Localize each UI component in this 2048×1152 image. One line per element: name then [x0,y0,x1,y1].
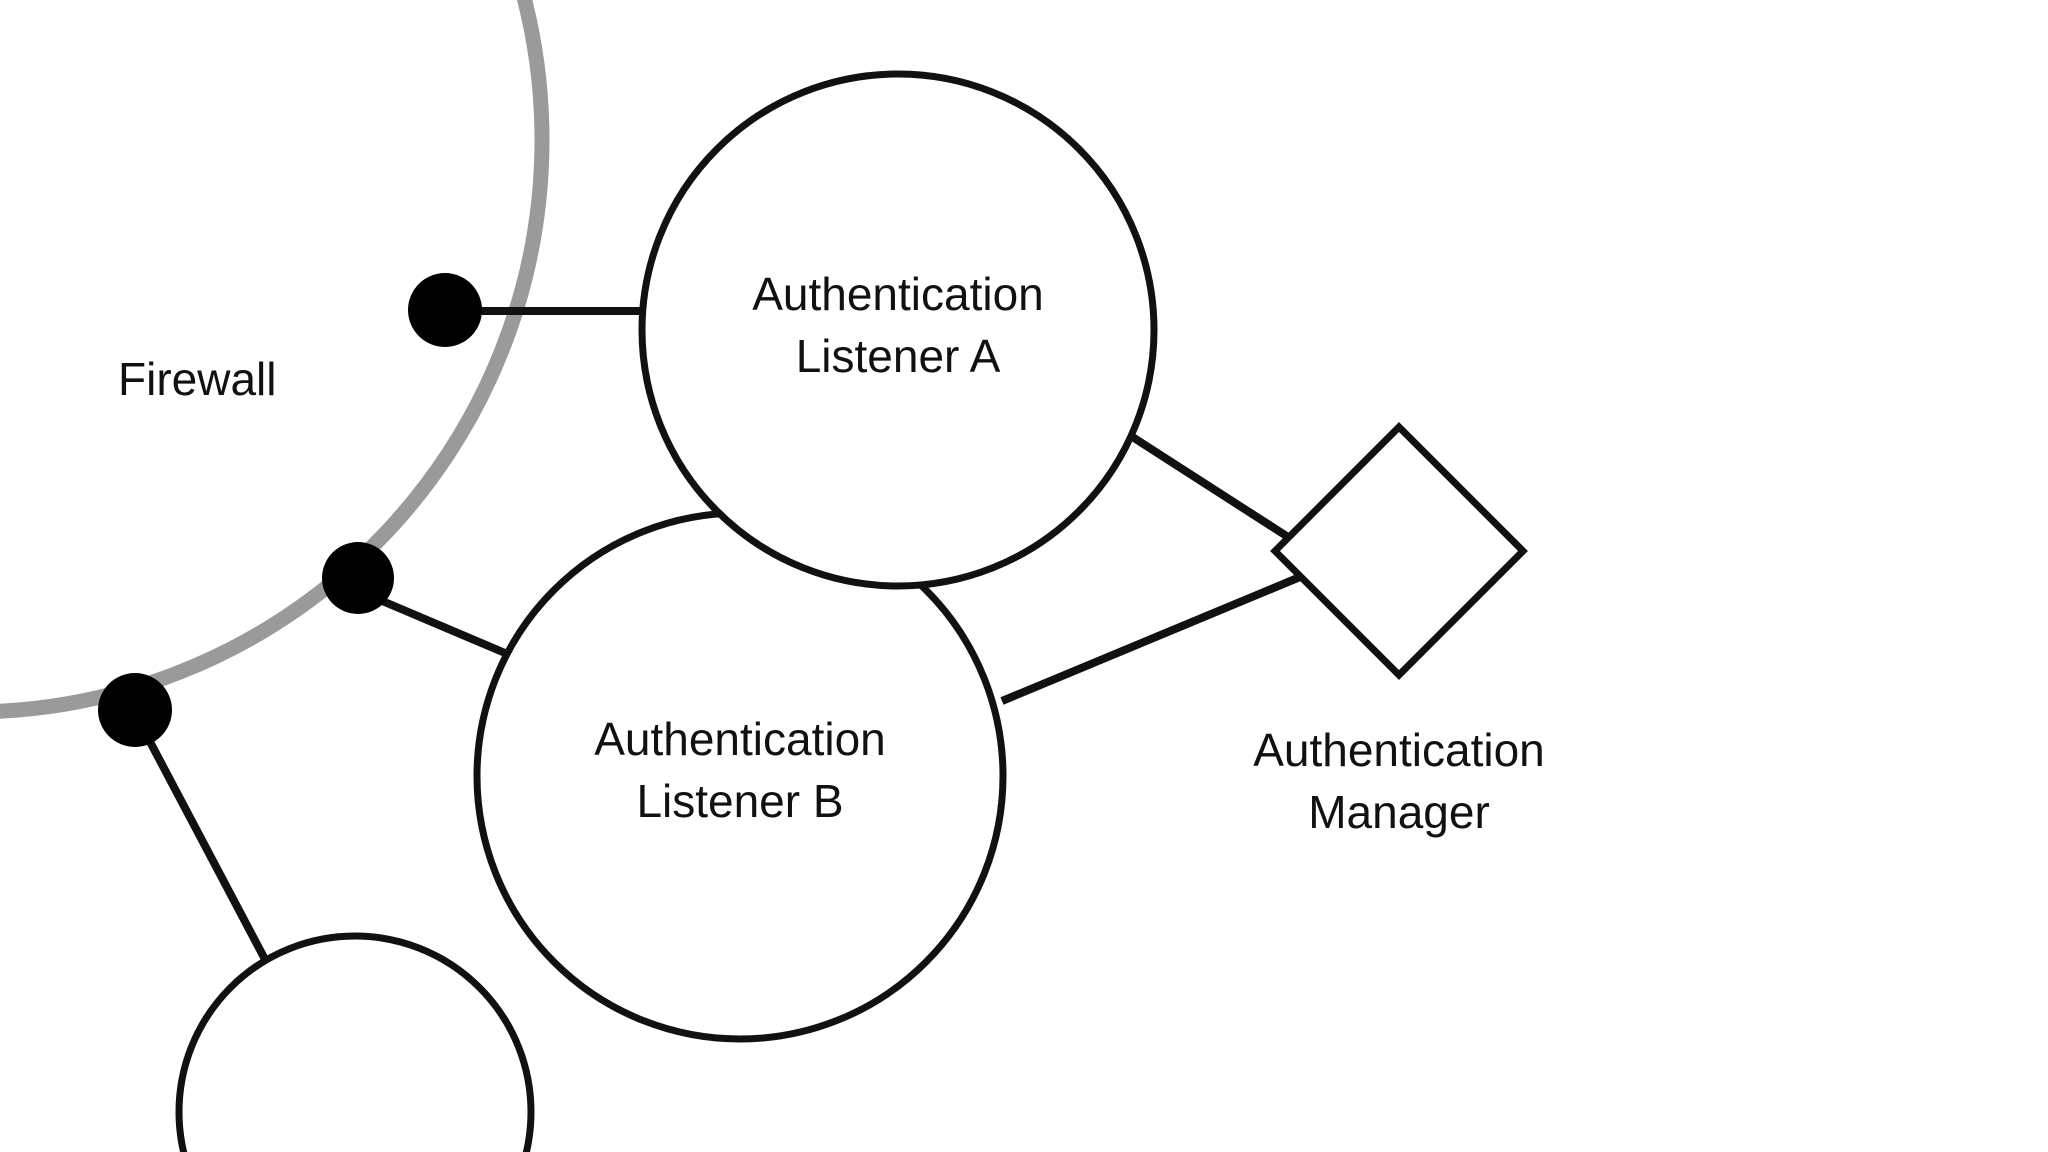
firewall-label: Firewall [118,353,276,405]
listener-a-label-line2: Listener A [796,330,1001,382]
edge-listener-b-to-auth-manager[interactable] [1000,573,1302,705]
node-unnamed-circle-bottom[interactable] [175,932,535,1152]
auth-manager-label-line2: Manager [1308,786,1490,838]
listener-b-label-line1: Authentication [594,713,886,765]
junction-top-dot[interactable] [408,273,482,347]
node-listener-a[interactable] [638,70,1158,590]
edge-junction-lower-to-bottom-circle[interactable] [144,736,272,967]
auth-manager-label-line1: Authentication [1253,724,1545,776]
listener-b-label-line2: Listener B [636,775,843,827]
junction-middle-dot[interactable] [322,542,394,614]
edge-listener-a-to-auth-manager[interactable] [1114,423,1305,550]
listener-a-label-line1: Authentication [752,268,1044,320]
node-auth-manager-diamond[interactable] [1270,422,1528,680]
edge-group [144,307,1305,967]
firewall-boundary-arc [0,0,550,719]
edge-junction-middle-to-listener-b[interactable] [378,596,507,657]
junction-lower-dot[interactable] [98,673,172,747]
